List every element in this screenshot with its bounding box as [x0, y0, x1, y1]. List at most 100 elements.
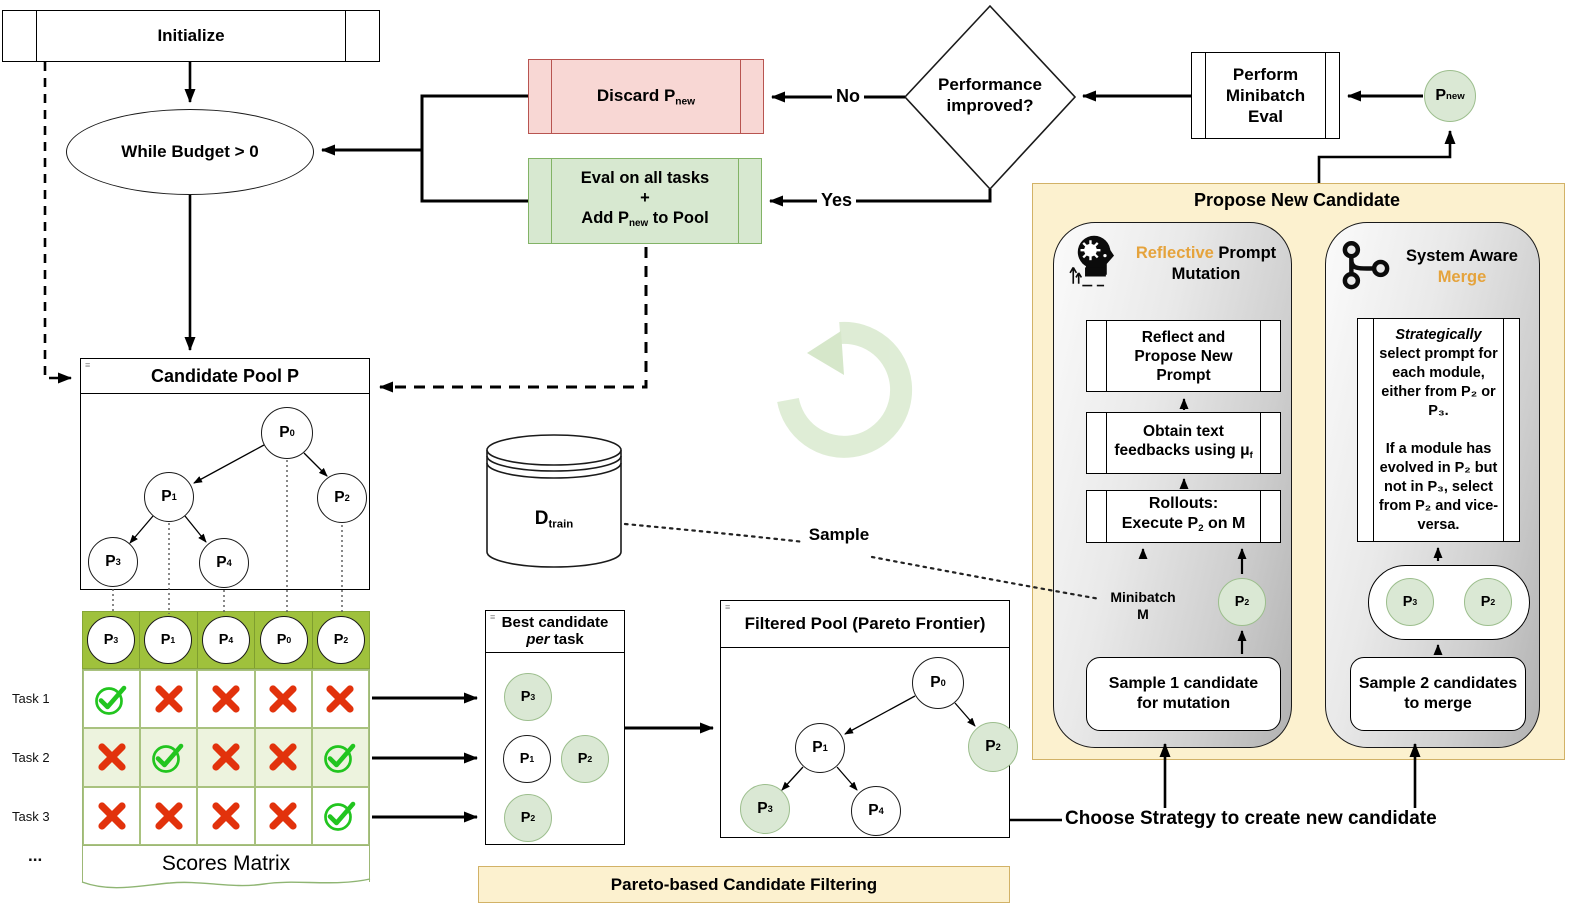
dtrain-cylinder — [486, 434, 622, 568]
matrix-cell-cross — [83, 728, 141, 787]
filtered-pool-header: Filtered Pool (Pareto Frontier) — [721, 601, 1009, 648]
rollouts-box: Rollouts: Execute P2 on M — [1086, 490, 1281, 543]
cross-icon — [97, 802, 126, 830]
yes-label: Yes — [817, 190, 857, 211]
while-budget-label: While Budget > 0 — [121, 142, 259, 161]
merge-title: System Aware Merge — [1406, 247, 1518, 286]
choose-strategy-label: Choose Strategy to create new candidate — [1065, 808, 1437, 829]
sample-1-candidate-box: Sample 1 candidate for mutation — [1086, 657, 1281, 731]
matrix-cell-cross — [311, 670, 369, 729]
matrix-cell-cross — [254, 786, 312, 845]
pareto-filtering-bar: Pareto-based Candidate Filtering — [478, 866, 1010, 903]
cross-icon — [212, 802, 240, 830]
filtered-pool-title: Filtered Pool (Pareto Frontier) — [744, 614, 986, 633]
minibatch-eval-line3: Eval — [1248, 107, 1283, 126]
matrix-cell-cross — [254, 670, 312, 729]
check-icon — [152, 743, 184, 773]
minibatch-label: Minibatch M — [1110, 589, 1176, 622]
eval-all-tasks-box: Eval on all tasks + Add Pnew to Pool — [528, 158, 762, 244]
merge-strategy-p1: Strategically select prompt for each mod… — [1379, 326, 1498, 419]
matrix-cell-check — [83, 670, 141, 729]
candidate-pool-header: Candidate Pool P — [81, 359, 369, 394]
perform-minibatch-eval-box: Perform Minibatch Eval — [1191, 52, 1340, 139]
matrix-cell-cross — [83, 786, 141, 845]
initialize-box: Initialize — [2, 10, 380, 62]
initialize-label: Initialize — [157, 26, 225, 45]
matrix-cell-check — [311, 728, 369, 787]
cross-icon — [269, 802, 297, 830]
matrix-cell-cross — [254, 728, 312, 787]
eval-line3: Add Pnew to Pool — [581, 208, 709, 230]
dtrain-label: Dtrain — [534, 508, 574, 531]
matrix-cell-check — [311, 786, 369, 845]
cross-icon — [326, 685, 354, 713]
git-merge-icon — [1340, 238, 1392, 294]
while-budget-ellipse: While Budget > 0 — [66, 109, 314, 195]
sample-label: Sample — [808, 525, 870, 544]
cross-icon — [269, 743, 297, 772]
propose-panel-title: Propose New Candidate — [1193, 190, 1401, 210]
obtain-feedback-box: Obtain text feedbacks using μf — [1086, 412, 1281, 474]
cross-icon — [269, 685, 297, 713]
check-icon — [324, 743, 356, 773]
list-icon: ≡ — [85, 360, 91, 370]
cross-icon — [155, 685, 183, 713]
minibatch-eval-line2: Minibatch — [1225, 86, 1306, 105]
minibatch-eval-line1: Perform — [1232, 65, 1299, 84]
matrix-cell-cross — [197, 670, 255, 729]
merge-strategy-p2: If a module has evolved in P₂ but not in… — [1378, 440, 1499, 533]
list-icon: ≡ — [725, 602, 731, 612]
matrix-cell-cross — [197, 728, 255, 787]
no-label: No — [832, 86, 864, 107]
matrix-cell-cross — [140, 670, 198, 729]
cross-icon — [212, 743, 240, 772]
scores-matrix-footer: Scores Matrix — [82, 846, 370, 882]
task3-label: Task 3 — [12, 809, 50, 824]
scores-grid — [82, 669, 370, 846]
reflect-propose-box: Reflect and Propose New Prompt — [1086, 320, 1281, 392]
tasks-ellipsis: ... — [28, 846, 43, 865]
cross-icon — [212, 685, 240, 713]
merge-strategy-textbox: Strategically select prompt for each mod… — [1357, 318, 1520, 542]
candidate-pool-title: Candidate Pool P — [150, 365, 300, 386]
eval-line1: Eval on all tasks — [580, 168, 710, 187]
sample-2-candidates-box: Sample 2 candidates to merge — [1350, 657, 1526, 731]
discard-pnew-label: Discard Pnew — [596, 85, 696, 108]
head-gear-icon — [1066, 231, 1124, 293]
refresh-arrow-watermark — [777, 321, 913, 458]
check-icon — [324, 802, 356, 832]
matrix-cell-cross — [140, 786, 198, 845]
matrix-cell-check — [140, 728, 198, 787]
list-icon: ≡ — [490, 612, 496, 622]
task2-label: Task 2 — [12, 750, 50, 765]
scores-matrix-label: Scores Matrix — [161, 852, 291, 875]
discard-pnew-box: Discard Pnew — [528, 59, 764, 134]
best-candidate-header: Best candidate per task — [486, 611, 624, 653]
cross-icon — [155, 802, 183, 830]
check-icon — [95, 685, 127, 715]
